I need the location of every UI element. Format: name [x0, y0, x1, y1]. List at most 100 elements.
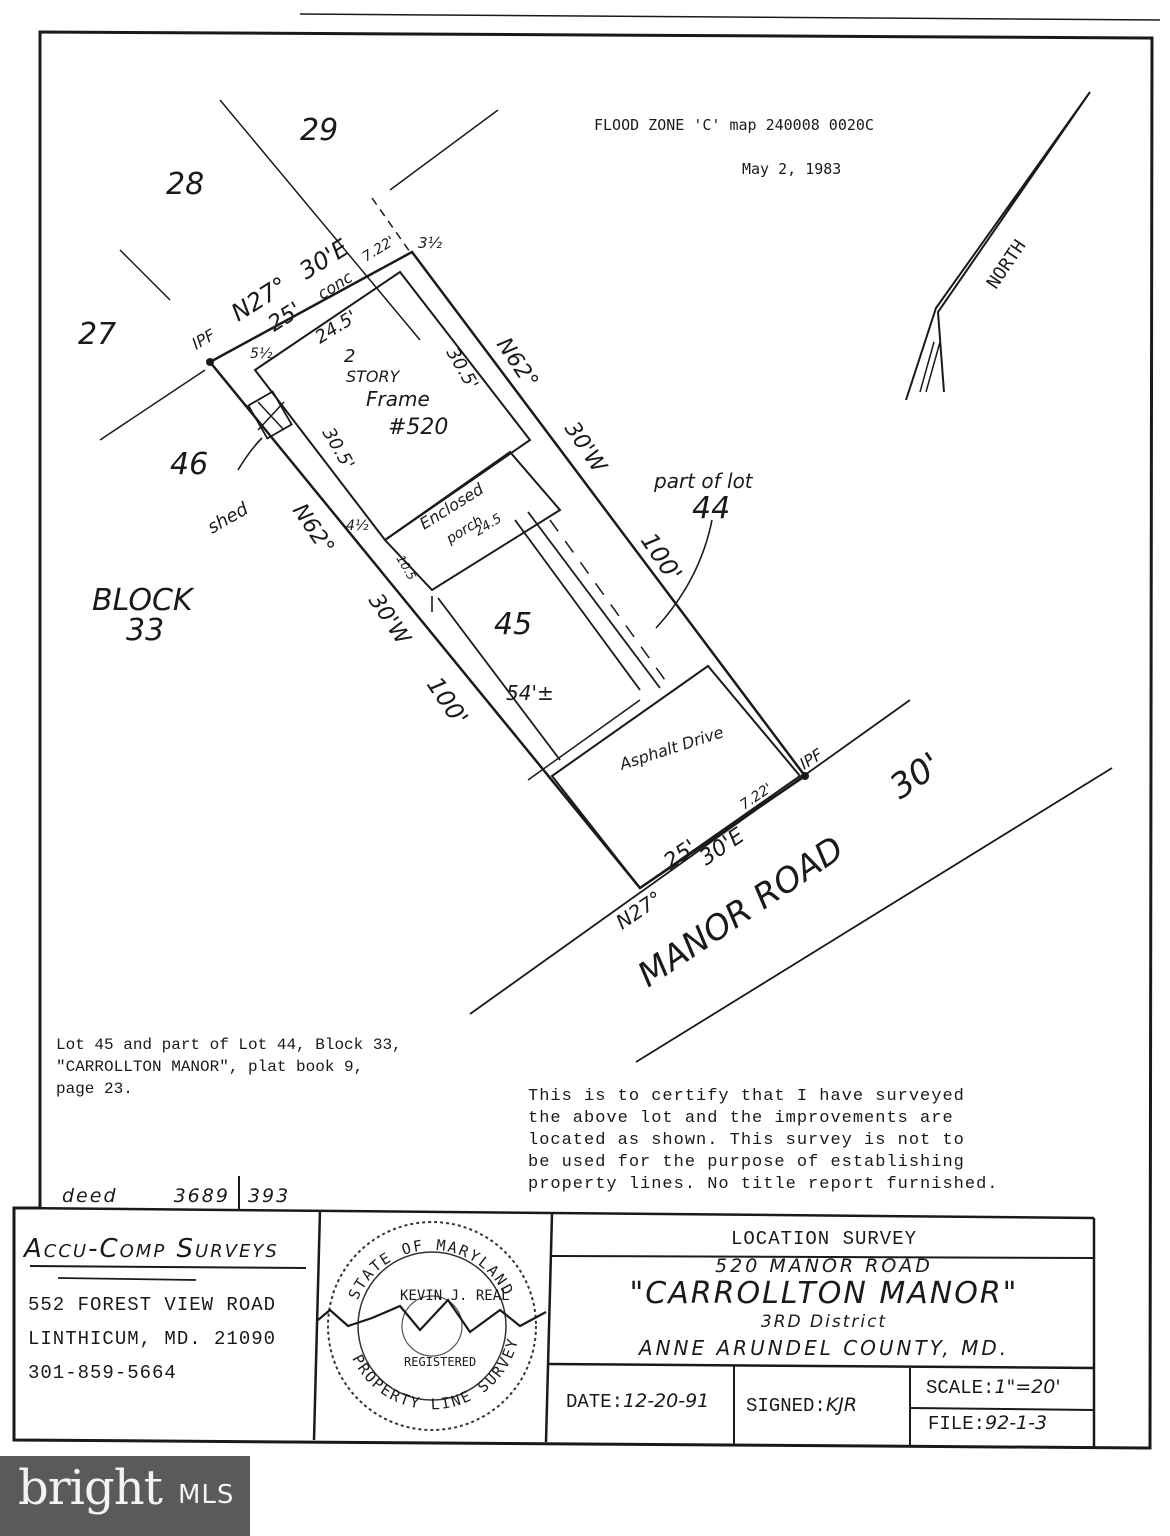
tb-h2: [547, 1362, 1095, 1370]
porch-depth: 10.5: [393, 553, 418, 583]
brightmls-watermark: bright MLS: [0, 1456, 250, 1536]
lot-line-28-27: [119, 249, 171, 301]
lot-44-label: 44: [692, 491, 730, 526]
lot-46-label: 46: [170, 447, 208, 482]
setback-dim: 54'±: [506, 681, 554, 705]
tb-h1: [551, 1255, 1095, 1259]
scale-label: SCALE:: [926, 1377, 995, 1399]
block-number: 33: [126, 613, 164, 648]
bearing-left-lower: 30'W: [363, 589, 416, 650]
legal-description: Lot 45 and part of Lot 44, Block 33, "CA…: [56, 1036, 402, 1098]
signed-field: SIGNED:KJR: [746, 1394, 857, 1417]
asphalt-drive-label: Asphalt Drive: [616, 722, 726, 774]
house-depth-left: 30.5': [318, 424, 359, 473]
firm-address-1: 552 FOREST VIEW ROAD: [28, 1294, 277, 1316]
date-value: 12-20-91: [623, 1390, 710, 1412]
tb-top: [13, 1206, 1095, 1220]
deed-reference: deed 3689 393: [62, 1176, 291, 1210]
survey-date: May 2, 1983: [742, 160, 841, 178]
shed-label: shed: [204, 498, 252, 538]
shed-x2: [257, 401, 285, 431]
shed-box: [247, 390, 293, 440]
north-tick-1: [919, 341, 935, 393]
firm-address-2: LINTHICUM, MD. 21090: [28, 1328, 277, 1350]
tb-v1: [312, 1209, 322, 1441]
flood-zone-note: FLOOD ZONE 'C' map 240008 0020C: [594, 116, 874, 134]
dim-4-half: 4½: [346, 518, 369, 534]
signature-scribble: [317, 1298, 547, 1334]
north-label: NORTH: [983, 236, 1031, 293]
tb-h3: [909, 1407, 1095, 1411]
subdivision-name: "CARROLLTON MANOR": [629, 1276, 1019, 1311]
deed-book: 3689: [173, 1185, 230, 1207]
north-arrow: [905, 91, 1091, 401]
bearing-right-lower: 30'W: [559, 417, 612, 478]
scale-value: 1"=20': [994, 1376, 1061, 1398]
firm-phone: 301-859-5664: [28, 1362, 177, 1384]
dim-3-half: 3½: [418, 234, 443, 252]
lot-line-dashed: [371, 197, 411, 253]
house-number: #520: [388, 415, 448, 440]
date-field: DATE:12-20-91: [566, 1390, 709, 1413]
house-depth-right: 30.5': [442, 344, 483, 393]
drive-dash: [549, 519, 666, 681]
shed-arrow: [237, 437, 263, 471]
scale-field: SCALE:1"=20': [926, 1376, 1061, 1399]
seal-text-name: KEVIN J. REAL: [400, 1288, 510, 1304]
survey-address: 520 MANOR ROAD: [715, 1255, 933, 1277]
ipf-top-label: IPF: [189, 325, 220, 354]
porch-outline: [383, 450, 562, 592]
house-outline: [253, 270, 532, 542]
file-field: FILE:92-1-3: [928, 1412, 1047, 1435]
drive-cross: [527, 699, 641, 781]
deed-page: 393: [247, 1185, 291, 1207]
file-value: 92-1-3: [985, 1412, 1048, 1434]
lot-44-arrow: [655, 519, 713, 629]
seal-center: [401, 1295, 463, 1357]
district: 3RD District: [760, 1312, 888, 1332]
lot-44-caption: part of lot: [653, 469, 754, 493]
house-width: 24.5': [312, 307, 361, 349]
top-scan-line: [299, 13, 1161, 21]
ipf-top-marker: [206, 358, 214, 366]
lot-line-29-top: [389, 109, 499, 191]
house-type: Frame: [366, 387, 430, 411]
seal-inner: [357, 1251, 507, 1401]
drive-line-2: [527, 511, 661, 689]
lot-45-label: 45: [494, 607, 532, 642]
lot-27-label: 27: [78, 317, 116, 352]
survey-type: LOCATION SURVEY: [730, 1228, 918, 1250]
road-edge-near: [469, 699, 911, 1015]
county: ANNE ARUNDEL COUNTY, MD.: [638, 1336, 1010, 1360]
lot-line-27-46: [99, 369, 206, 441]
firm-name: Accu-Comp Surveys: [24, 1234, 279, 1264]
watermark-suffix: MLS: [178, 1480, 235, 1510]
setback-line: [437, 597, 561, 761]
seal-text-reg: REGISTERED: [404, 1355, 476, 1369]
distance-right: 100': [635, 528, 688, 587]
firm-underline-1: [29, 1265, 307, 1269]
date-label: DATE:: [566, 1391, 624, 1413]
block-label: BLOCK: [92, 583, 195, 618]
road-width: 30': [883, 745, 949, 808]
house-story-count: 2: [344, 346, 355, 367]
bearing-right-upper: N62°: [491, 333, 543, 393]
tb-v2: [544, 1213, 554, 1443]
north-tick-2: [925, 341, 941, 393]
file-label: FILE:: [928, 1413, 986, 1435]
dim-5-half: 5½: [250, 346, 273, 362]
dim-722-top: 7.22': [360, 233, 398, 265]
lot-line-29-28: [219, 99, 421, 341]
deed-label: deed: [62, 1185, 118, 1207]
signed-label: SIGNED:: [746, 1395, 826, 1417]
distance-left: 100': [421, 672, 474, 731]
drive-line-1: [514, 519, 641, 691]
asphalt-drive: [550, 664, 802, 890]
house-story-word: STORY: [346, 367, 401, 386]
watermark-brand: bright: [18, 1460, 163, 1516]
signed-value: KJR: [825, 1394, 858, 1416]
certification-statement: This is to certify that I have surveyed …: [528, 1087, 999, 1194]
road-edge-far: [635, 767, 1113, 1063]
lot-28-label: 28: [166, 167, 204, 202]
